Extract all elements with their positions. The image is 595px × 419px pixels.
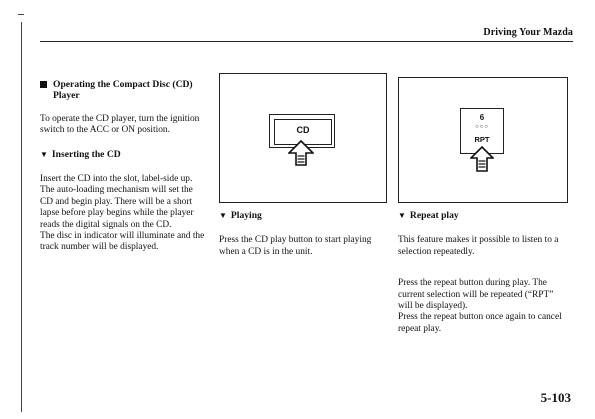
up-arrow-icon — [288, 140, 314, 166]
intro-paragraph: To operate the CD player, turn the ignit… — [40, 113, 200, 136]
rpt-button-label: RPT — [474, 135, 490, 144]
subheading-repeat-text: Repeat play — [409, 210, 459, 221]
subheading-inserting: ▼Inserting the CD — [40, 149, 208, 160]
repeat-intro-paragraph: This feature makes it possible to listen… — [398, 235, 559, 257]
subheading-repeat: ▼Repeat play — [398, 210, 570, 221]
subheading-playing: ▼Playing — [219, 210, 387, 221]
inserting-paragraph: Insert the CD into the slot, label-side … — [40, 174, 194, 230]
track-number: 6 — [479, 113, 485, 122]
section-heading-text: Operating the Compact Disc (CD) Player — [53, 79, 193, 102]
square-bullet-icon — [40, 81, 47, 88]
down-triangle-icon: ▼ — [219, 211, 227, 220]
indicator-dots: ○○○ — [475, 124, 489, 130]
margin-tick — [18, 14, 24, 15]
up-arrow-icon — [470, 146, 494, 172]
header-rule — [40, 41, 573, 42]
page-number: 5-103 — [540, 390, 571, 405]
subheading-playing-text: Playing — [230, 210, 262, 221]
cd-button-label: CD — [296, 125, 310, 135]
playing-paragraph: Press the CD play button to start playin… — [219, 235, 372, 257]
section-heading: Operating the Compact Disc (CD) Player — [40, 79, 208, 102]
figure-rpt-button: 6 ○○○ RPT — [398, 77, 568, 203]
column-repeat-play: ▼Repeat play This feature makes it possi… — [398, 210, 570, 335]
down-triangle-icon: ▼ — [40, 149, 48, 159]
indicator-paragraph: The disc in indicator will illuminate an… — [40, 231, 205, 253]
column-playing: ▼Playing Press the CD play button to sta… — [219, 210, 387, 270]
subheading-inserting-text: Inserting the CD — [51, 148, 121, 160]
column-operating-cd: Operating the Compact Disc (CD) Player T… — [40, 79, 208, 254]
running-header: Driving Your Mazda — [483, 27, 573, 38]
figure-cd-button: CD — [219, 73, 387, 203]
margin-rule — [21, 22, 22, 412]
repeat-cancel-paragraph: Press the repeat button once again to ca… — [398, 312, 562, 334]
down-triangle-icon: ▼ — [398, 211, 406, 220]
repeat-press-paragraph: Press the repeat button during play. The… — [398, 278, 554, 312]
